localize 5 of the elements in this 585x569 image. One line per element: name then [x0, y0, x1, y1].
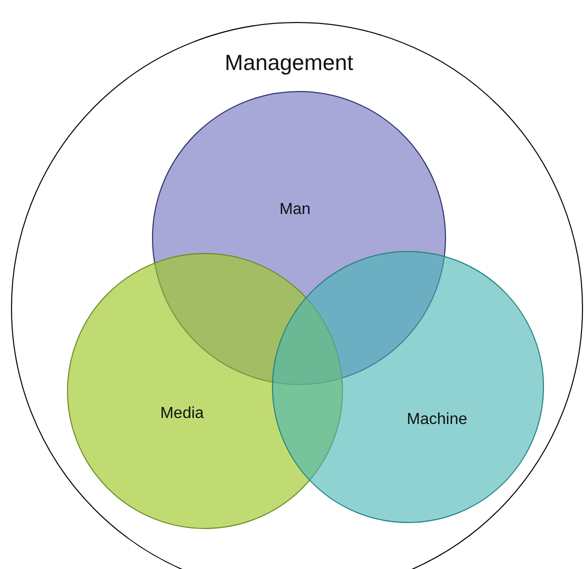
circle-label: Media: [160, 405, 204, 423]
outer-circle: [11, 22, 583, 569]
circle-label: Man: [279, 201, 311, 219]
circle-label: Management: [224, 50, 354, 76]
circle-label: Machine: [406, 411, 468, 429]
